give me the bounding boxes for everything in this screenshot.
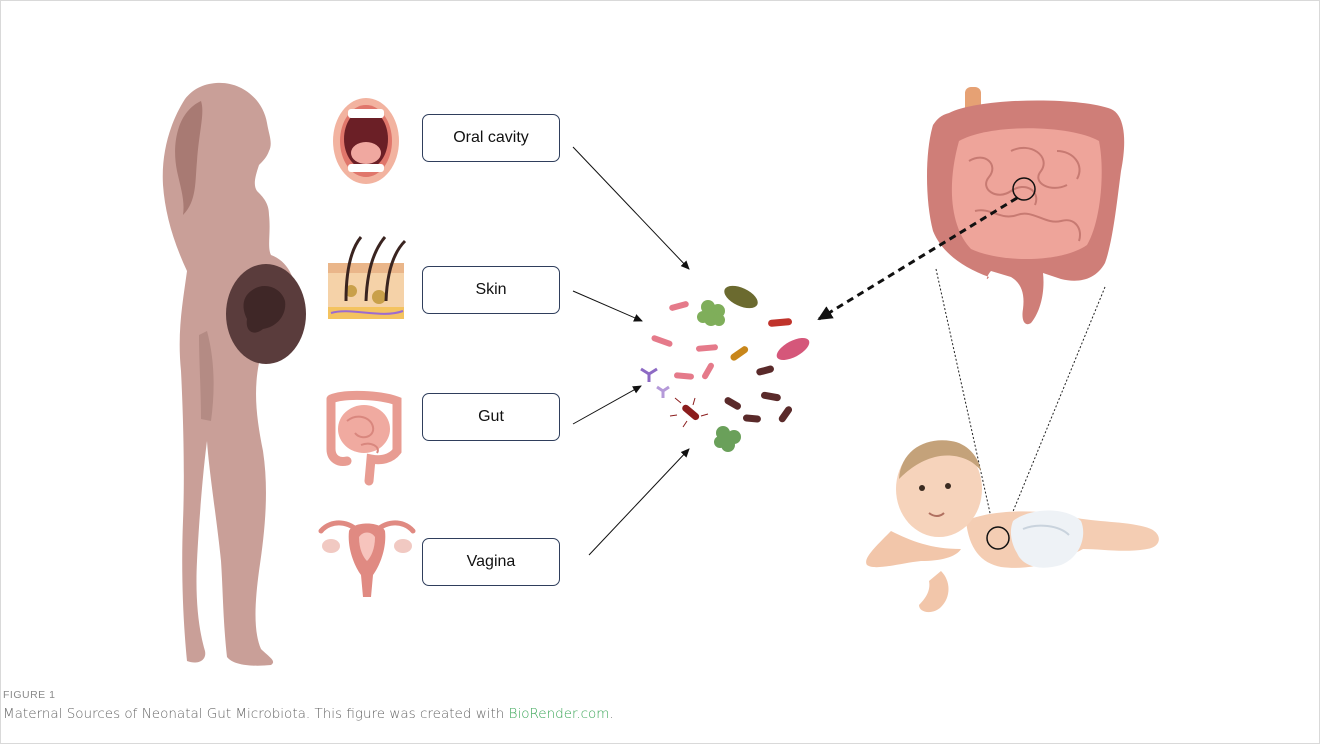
vagina-label: Vagina xyxy=(422,538,560,586)
gut-label-text: Gut xyxy=(478,408,504,426)
biorender-link[interactable]: BioRender.com xyxy=(509,706,610,722)
gut-label: Gut xyxy=(422,393,560,441)
figure-number: FIGURE 1 xyxy=(3,689,1303,701)
skin-label: Skin xyxy=(422,266,560,314)
pregnant-woman-icon xyxy=(163,83,306,666)
skin-icon xyxy=(328,237,405,319)
oral-cavity-label-text: Oral cavity xyxy=(453,129,529,147)
baby-icon xyxy=(866,440,1159,612)
intestine-icon xyxy=(331,395,397,481)
caption-text-line: Maternal Sources of Neonatal Gut Microbi… xyxy=(3,706,1303,722)
figure-caption: FIGURE 1 Maternal Sources of Neonatal Gu… xyxy=(3,689,1303,722)
bacteria-icon xyxy=(641,281,813,452)
skin-label-text: Skin xyxy=(475,281,506,299)
caption-end: . xyxy=(609,706,613,722)
source-arrows xyxy=(573,147,689,555)
caption-text: Maternal Sources of Neonatal Gut Microbi… xyxy=(3,706,509,722)
vagina-label-text: Vagina xyxy=(467,553,516,571)
oral-cavity-label: Oral cavity xyxy=(422,114,560,162)
large-intestine-icon xyxy=(927,87,1124,324)
uterus-icon xyxy=(321,523,413,597)
figure-illustration xyxy=(1,1,1320,681)
mouth-icon xyxy=(333,98,399,184)
